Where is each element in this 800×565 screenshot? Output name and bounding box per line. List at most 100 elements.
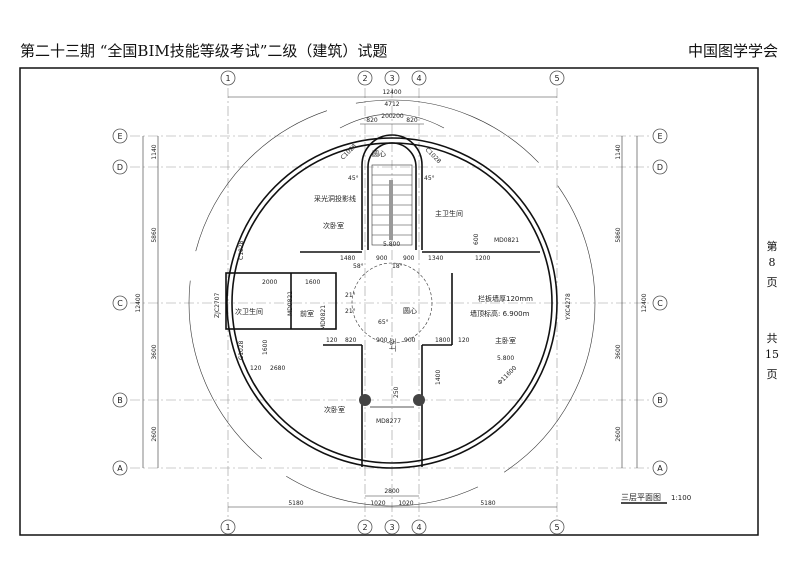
svg-text:YXC4278: YXC4278 (565, 293, 572, 321)
walls (225, 134, 558, 469)
svg-text:三层平面图: 三层平面图 (621, 493, 661, 502)
svg-text:120: 120 (458, 337, 470, 344)
svg-text:58°: 58° (353, 263, 364, 270)
svg-text:1340: 1340 (428, 255, 443, 262)
svg-text:1600: 1600 (305, 279, 320, 286)
room-secondary-bedroom-bottom: 次卧室 (324, 405, 345, 414)
svg-text:C: C (117, 299, 123, 308)
svg-text:900: 900 (403, 255, 415, 262)
svg-text:820: 820 (406, 117, 418, 124)
svg-text:3: 3 (389, 74, 394, 83)
svg-text:250: 250 (393, 386, 400, 398)
svg-text:2000: 2000 (262, 279, 277, 286)
svg-text:200: 200 (381, 113, 393, 120)
svg-text:1020: 1020 (370, 500, 385, 507)
svg-text:12400: 12400 (641, 293, 648, 312)
center-mark-top: 圆心 (372, 150, 386, 158)
svg-text:3600: 3600 (151, 344, 158, 359)
drawing-frame (19, 67, 759, 536)
svg-text:45°: 45° (424, 175, 435, 182)
svg-text:12400: 12400 (382, 89, 401, 96)
svg-text:C1028: C1028 (424, 146, 443, 165)
page-prefix: 第 (766, 240, 778, 253)
svg-text:18°: 18° (392, 263, 403, 270)
grid-lines (130, 88, 650, 517)
room-master-bathroom: 主卫生间 (435, 209, 463, 218)
room-secondary-bedroom-top: 次卧室 (323, 221, 344, 230)
svg-text:1400: 1400 (435, 370, 442, 385)
drawing-title: 三层平面图 1:100 (621, 493, 691, 504)
svg-text:1: 1 (225, 74, 230, 83)
svg-text:5: 5 (554, 74, 559, 83)
elevation-master-bedroom: 5.800 (497, 355, 514, 362)
svg-text:1140: 1140 (151, 144, 158, 159)
svg-text:MD0821: MD0821 (494, 237, 519, 244)
svg-text:820: 820 (345, 337, 357, 344)
parapet-note: 栏板墙厚120mm (478, 294, 533, 303)
center-mark: 圆心 (403, 307, 417, 315)
svg-text:1480: 1480 (340, 255, 355, 262)
svg-text:C: C (657, 299, 663, 308)
svg-text:45°: 45° (348, 175, 359, 182)
page-number: 8 (768, 256, 776, 269)
total-unit: 页 (766, 368, 778, 381)
svg-text:Φ11600: Φ11600 (496, 364, 518, 386)
svg-text:21°: 21° (345, 308, 356, 315)
svg-text:1600: 1600 (262, 340, 269, 355)
svg-text:ZJC2707: ZJC2707 (214, 292, 221, 318)
svg-text:120: 120 (250, 365, 262, 372)
room-anteroom: 前室 (300, 309, 314, 318)
svg-text:3: 3 (389, 523, 394, 532)
svg-text:4712: 4712 (384, 101, 399, 108)
room-secondary-bathroom: 次卫生间 (235, 307, 263, 316)
svg-text:3600: 3600 (615, 344, 622, 359)
svg-text:900: 900 (404, 337, 416, 344)
svg-text:200: 200 (392, 113, 404, 120)
svg-text:C1028: C1028 (238, 240, 245, 260)
svg-text:B: B (117, 396, 123, 405)
room-labels: 次卧室 主卫生间 采光洞投影线 次卫生间 前室 圆心 圆心 栏板墙厚120mm … (235, 150, 533, 414)
svg-text:1020: 1020 (398, 500, 413, 507)
svg-text:2600: 2600 (151, 426, 158, 441)
staircase (351, 164, 433, 344)
exam-title: 第二十三期 “全国BIM技能等级考试”二级（建筑）试题 (20, 42, 388, 60)
svg-text:5860: 5860 (151, 227, 158, 242)
svg-text:5180: 5180 (480, 500, 495, 507)
room-master-bedroom: 主卧室 (495, 336, 516, 345)
svg-text:1: 1 (225, 523, 230, 532)
svg-text:A: A (117, 464, 123, 473)
column-axis-labels: 1 2 3 4 5 1 2 3 4 5 (220, 70, 565, 535)
svg-text:120: 120 (326, 337, 338, 344)
svg-text:5180: 5180 (288, 500, 303, 507)
row-axis-labels: E D C B A E D C B A (112, 128, 668, 476)
outer-arc-dimension (188, 99, 596, 507)
svg-text:900: 900 (376, 337, 388, 344)
svg-text:MD0821: MD0821 (320, 305, 327, 330)
svg-text:65°: 65° (378, 319, 389, 326)
svg-text:600: 600 (473, 233, 480, 245)
skylight-projection-note: 采光洞投影线 (314, 194, 356, 203)
void-label: 上空 (388, 338, 397, 352)
svg-text:C1028: C1028 (238, 340, 245, 360)
svg-text:21°: 21° (345, 292, 356, 299)
svg-text:B: B (657, 396, 663, 405)
svg-text:MD0821: MD0821 (287, 291, 294, 316)
svg-text:4: 4 (416, 74, 421, 83)
total-prefix: 共 (766, 332, 778, 345)
svg-text:1200: 1200 (475, 255, 490, 262)
svg-text:5860: 5860 (615, 227, 622, 242)
page-unit: 页 (766, 276, 778, 289)
svg-text:900: 900 (376, 255, 388, 262)
svg-text:820: 820 (366, 117, 378, 124)
total-pages: 15 (765, 348, 779, 361)
svg-text:A: A (657, 464, 663, 473)
svg-text:2800: 2800 (384, 488, 399, 495)
svg-text:2680: 2680 (270, 365, 285, 372)
svg-text:2600: 2600 (615, 426, 622, 441)
svg-text:2: 2 (362, 74, 367, 83)
parapet-top-elevation: 墙顶标高: 6.900m (470, 309, 530, 318)
svg-text:4: 4 (416, 523, 421, 532)
svg-text:E: E (117, 132, 122, 141)
svg-text:D: D (117, 163, 123, 172)
